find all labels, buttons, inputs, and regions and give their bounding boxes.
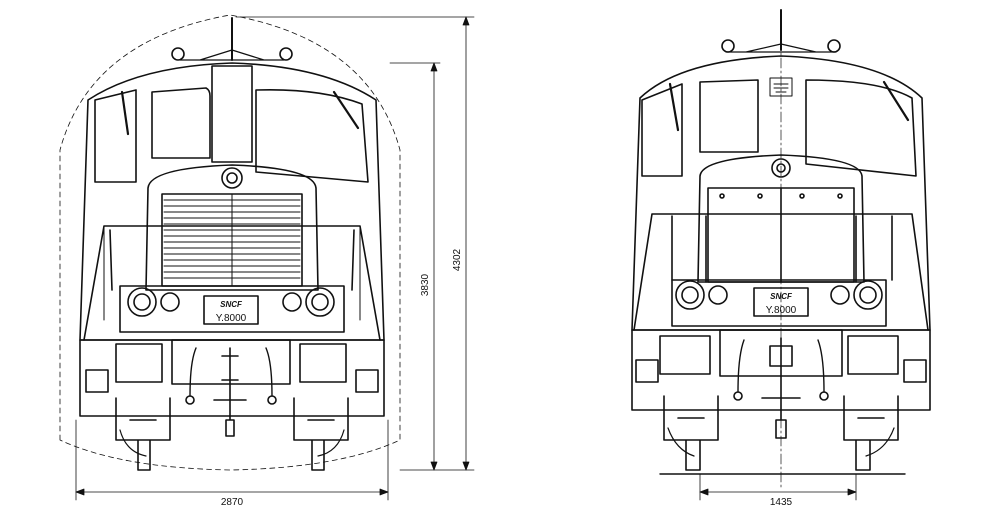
handrail: [83, 225, 381, 341]
bogie-left: [663, 395, 719, 471]
coupler-hook: [761, 337, 801, 439]
dimension-width: [75, 419, 389, 501]
headlamp-left: [127, 287, 157, 317]
engine-hood: [697, 154, 865, 283]
center-column: [211, 65, 253, 163]
dimension-height-total: [235, 16, 475, 471]
cab-body: [79, 62, 385, 341]
cab-window-left: [94, 89, 137, 183]
bogie-right: [293, 397, 349, 471]
dim-height-label: 3830: [420, 273, 431, 296]
cab-window-right: [255, 88, 369, 183]
handrail: [633, 213, 929, 331]
headlamp-right: [305, 287, 335, 317]
number-plate: [753, 287, 809, 317]
dim-gauge-label: 1435: [770, 497, 793, 508]
lower-frame: [79, 339, 385, 417]
front-view: SNCF Y.8000 2870 3830: [59, 14, 475, 508]
roof-logo: [769, 77, 793, 97]
marker-lamp-left: [160, 292, 180, 312]
buffer-beam: [119, 285, 345, 333]
brand-text: SNCF: [770, 292, 793, 301]
buffer-right: [847, 335, 899, 375]
end-view: SNCF Y.8000 1435: [631, 9, 931, 508]
engine-hood: [145, 164, 319, 291]
dim-width-label: 2870: [221, 497, 244, 508]
buffer-beam: [671, 279, 887, 327]
marker-lamp-right: [830, 285, 850, 305]
buffer-right: [299, 343, 347, 383]
roof-lamp-right: [827, 39, 841, 53]
loading-gauge-outline: [59, 14, 401, 471]
dimension-gauge: [699, 473, 857, 501]
dim-height-total-label: 4302: [452, 248, 463, 271]
wiper-left: [120, 90, 130, 136]
roof-lamp-left: [171, 47, 185, 61]
cab-window-center-left: [151, 87, 211, 159]
buffer-left: [115, 343, 163, 383]
cab-window-left: [641, 83, 683, 177]
buffer-left: [659, 335, 711, 375]
number-plate: [203, 295, 259, 325]
roof-lamp-right: [279, 47, 293, 61]
marker-lamp-left: [708, 285, 728, 305]
cab-window-right: [805, 79, 917, 177]
hood-headlight: [771, 158, 791, 178]
cab-window-center-left: [699, 79, 759, 153]
headlamp-right: [853, 280, 883, 310]
wiper-right: [882, 80, 910, 122]
plate-text: Y.8000: [216, 313, 247, 324]
bogie-left: [115, 397, 171, 471]
radiator-grille: [161, 193, 303, 287]
roof-lamp-left: [721, 39, 735, 53]
brand-text: SNCF: [220, 300, 243, 309]
cab-body: [631, 55, 931, 331]
hood-headlight: [221, 167, 243, 189]
bogie-right: [843, 395, 899, 471]
wiper-left: [668, 82, 680, 132]
dimension-height: [389, 62, 441, 471]
marker-lamp-right: [282, 292, 302, 312]
plate-text: Y.8000: [766, 305, 797, 316]
headlamp-left: [675, 280, 705, 310]
coupler-hook: [213, 347, 247, 437]
coupler-box: [171, 339, 291, 385]
wiper-right: [332, 90, 360, 130]
